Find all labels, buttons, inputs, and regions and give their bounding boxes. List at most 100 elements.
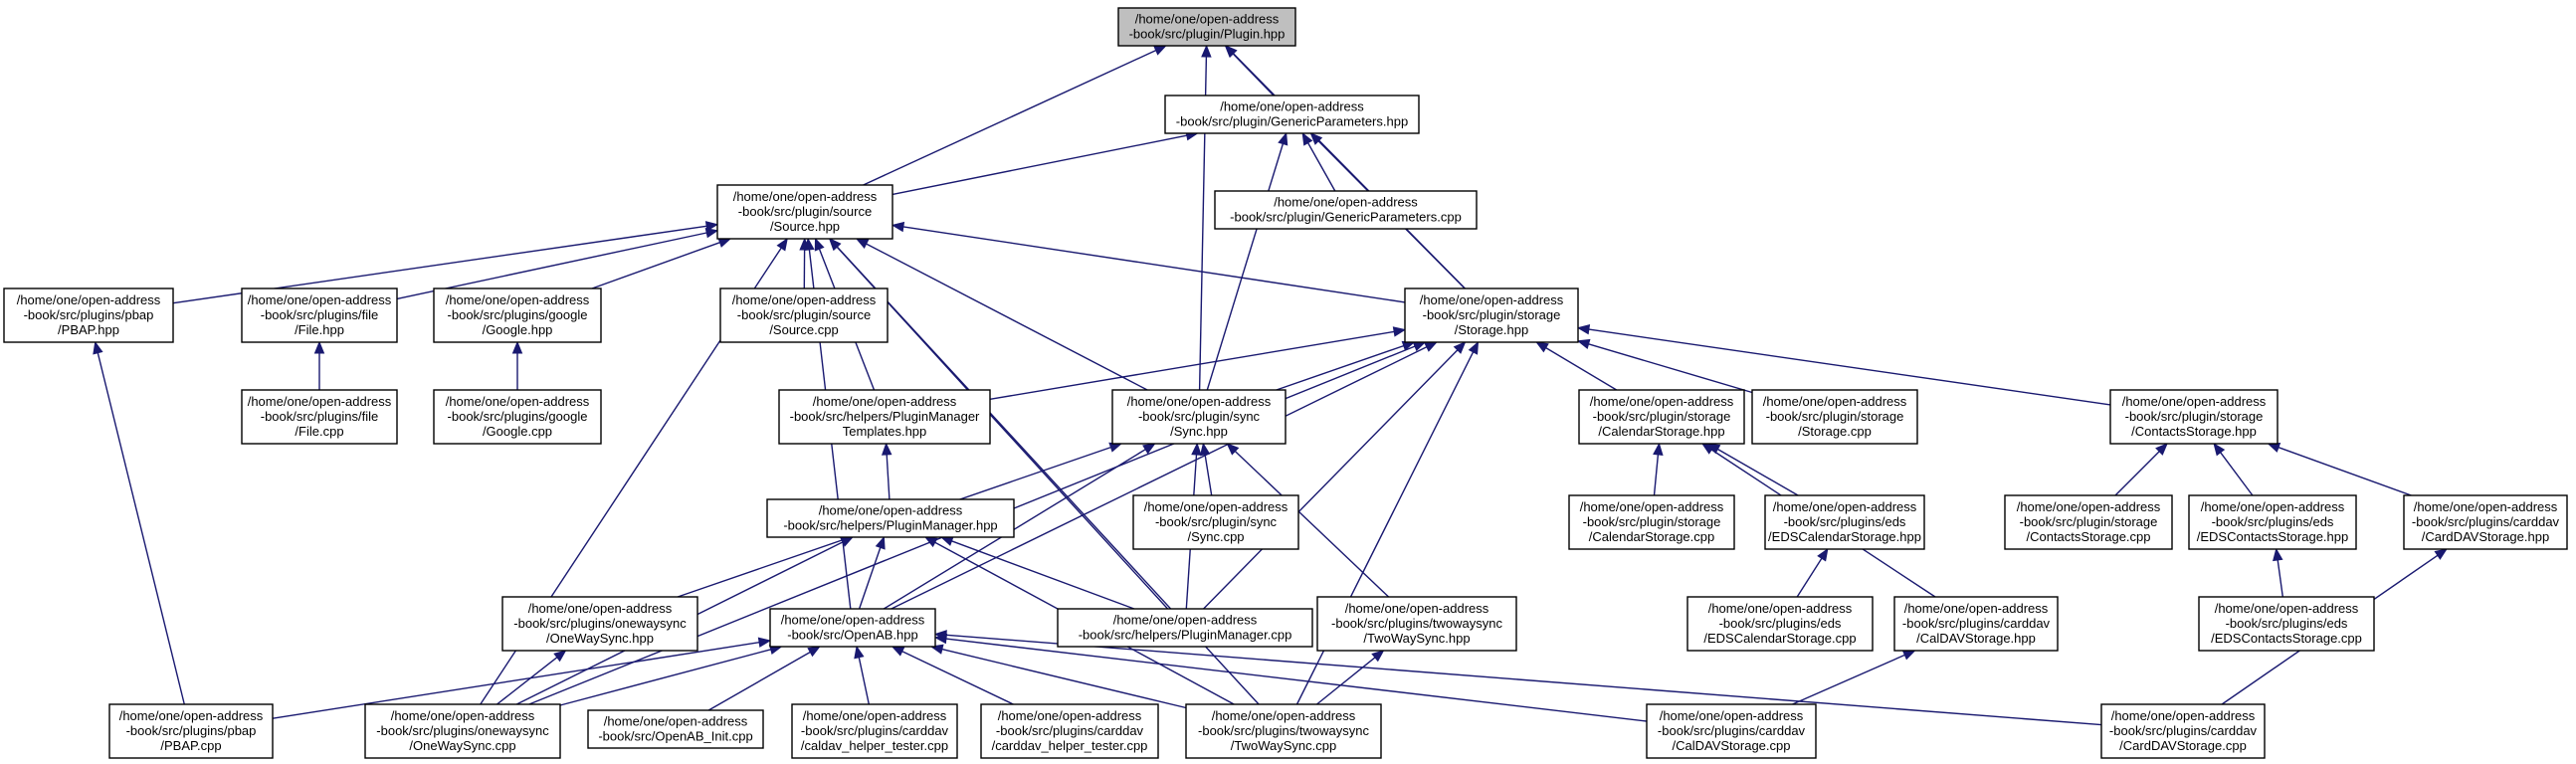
node-label-line: -book/src/plugin/storage <box>2020 514 2158 529</box>
edge-line <box>886 454 891 500</box>
node-box <box>1686 596 1874 652</box>
edge-line <box>707 651 811 711</box>
node-label-line: /home/one/open-address <box>1420 292 1564 307</box>
node-label-line: -book/src/plugins/carddav <box>996 723 1144 738</box>
arrowhead <box>1199 442 1211 457</box>
node-label-line: /home/one/open-address <box>2201 499 2345 514</box>
file-node-onewaysync-hpp[interactable]: /home/one/open-address-book/src/plugins/… <box>501 596 698 652</box>
file-node-pluginmanager-cpp[interactable]: /home/one/open-address-book/src/helpers/… <box>1057 608 1313 648</box>
node-label-line: -book/src/plugin/sync <box>1155 514 1278 529</box>
node-label-line: -book/src/plugins/carddav <box>1658 723 1806 738</box>
arrowhead <box>1278 131 1288 146</box>
arrowhead <box>1653 442 1664 456</box>
dependency-edge <box>1796 547 1829 598</box>
node-box <box>719 287 889 343</box>
nodes-layer: /home/one/open-address-book/src/plugin/P… <box>3 7 2568 759</box>
file-node-twowaysync-hpp[interactable]: /home/one/open-address-book/src/plugins/… <box>1316 596 1517 652</box>
dependency-edge <box>2213 442 2254 496</box>
node-label-line: /home/one/open-address <box>1135 12 1280 27</box>
node-label-line: -book/src/plugins/eds <box>1719 616 1842 631</box>
file-node-sync-cpp[interactable]: /home/one/open-address-book/src/plugin/s… <box>1132 494 1299 550</box>
dependency-edge <box>1203 341 1467 610</box>
node-label-line: -book/src/plugin/storage <box>1583 514 1721 529</box>
node-label-line: /TwoWaySync.cpp <box>1231 738 1336 753</box>
node-label-line: /home/one/open-address <box>1590 394 1734 409</box>
file-node-pbap-cpp[interactable]: /home/one/open-address-book/src/plugins/… <box>108 703 274 759</box>
node-label-line: -book/src/plugin/source <box>737 307 871 322</box>
file-node-edscal-cpp[interactable]: /home/one/open-address-book/src/plugins/… <box>1686 596 1874 652</box>
file-node-pbap-hpp[interactable]: /home/one/open-address-book/src/plugins/… <box>3 287 174 343</box>
file-node-twowaysync-cpp[interactable]: /home/one/open-address-book/src/plugins/… <box>1185 703 1382 759</box>
file-node-file-hpp[interactable]: /home/one/open-address-book/src/plugins/… <box>241 287 398 343</box>
node-label-line: /home/one/open-address <box>803 708 947 723</box>
edge-line <box>866 243 1148 391</box>
file-node-contactsstorage-hpp[interactable]: /home/one/open-address-book/src/plugin/s… <box>2109 389 2279 445</box>
file-node-genparams-cpp[interactable]: /home/one/open-address-book/src/plugin/G… <box>1214 190 1478 230</box>
file-node-carddavstorage-hpp[interactable]: /home/one/open-address-book/src/plugins/… <box>2403 494 2568 550</box>
edge-line <box>901 651 1014 705</box>
file-node-google-hpp[interactable]: /home/one/open-address-book/src/plugins/… <box>433 287 602 343</box>
node-label-line: /home/one/open-address <box>781 613 925 628</box>
dependency-edge <box>1316 650 1385 705</box>
dependency-edge <box>1206 131 1288 391</box>
node-label-line: /CardDAVStorage.hpp <box>2422 529 2549 544</box>
edge-line <box>1588 343 1753 394</box>
node-label-line: -book/src/plugins/twowaysync <box>1198 723 1369 738</box>
arrowhead <box>313 340 325 354</box>
file-node-caldavstorage-hpp[interactable]: /home/one/open-address-book/src/plugins/… <box>1893 596 2059 652</box>
dependency-edge <box>933 630 2102 726</box>
node-label-line: /home/one/open-address <box>819 503 963 518</box>
file-node-contactsstorage-cpp[interactable]: /home/one/open-address-book/src/plugin/s… <box>2004 494 2173 550</box>
file-node-edscontacts-cpp[interactable]: /home/one/open-address-book/src/plugins/… <box>2198 596 2375 652</box>
file-node-file-cpp[interactable]: /home/one/open-address-book/src/plugins/… <box>241 389 398 445</box>
node-label-line: -book/src/plugins/eds <box>1784 514 1906 529</box>
arrowhead <box>1901 650 1916 661</box>
dependency-edge <box>1199 442 1213 496</box>
edge-line <box>1545 346 1618 391</box>
arrowhead <box>511 340 523 354</box>
arrowhead <box>1142 443 1156 455</box>
node-box <box>2004 494 2173 550</box>
file-node-openab-hpp[interactable]: /home/one/open-address-book/src/OpenAB.h… <box>769 608 936 648</box>
file-node-carddavstorage-cpp[interactable]: /home/one/open-address-book/src/plugins/… <box>2100 703 2266 759</box>
file-node-onewaysync-cpp[interactable]: /home/one/open-address-book/src/plugins/… <box>364 703 561 759</box>
file-node-calstorage-cpp[interactable]: /home/one/open-address-book/src/plugin/s… <box>1568 494 1735 550</box>
file-node-edscal-hpp[interactable]: /home/one/open-address-book/src/plugins/… <box>1764 494 1925 550</box>
node-label-line: /EDSCalendarStorage.hpp <box>1768 529 1921 544</box>
file-node-genparams-hpp[interactable]: /home/one/open-address-book/src/plugin/G… <box>1164 95 1420 134</box>
file-node-source-hpp[interactable]: /home/one/open-address-book/src/plugin/s… <box>716 184 893 240</box>
file-node-source-cpp[interactable]: /home/one/open-address-book/src/plugin/s… <box>719 287 889 343</box>
dependency-edge <box>892 130 1199 196</box>
file-node-storage-hpp[interactable]: /home/one/open-address-book/src/plugin/s… <box>1404 287 1579 343</box>
arrowhead <box>1424 341 1438 352</box>
file-node-plugin-hpp[interactable]: /home/one/open-address-book/src/plugin/P… <box>1117 7 1296 47</box>
arrowhead <box>881 442 892 456</box>
file-node-pmtemplates-hpp[interactable]: /home/one/open-address-book/src/helpers/… <box>778 389 991 445</box>
file-node-pluginmanager-hpp[interactable]: /home/one/open-address-book/src/helpers/… <box>766 498 1015 538</box>
file-node-caldavstorage-cpp[interactable]: /home/one/open-address-book/src/plugins/… <box>1646 703 1817 759</box>
dependency-edge <box>559 644 783 706</box>
node-label-line: -book/src/plugins/file <box>261 307 379 322</box>
node-box <box>1316 596 1517 652</box>
arrowhead <box>553 650 567 663</box>
file-node-caldav-tester-cpp[interactable]: /home/one/open-address-book/src/plugins/… <box>791 703 958 759</box>
file-node-carddav-tester-cpp[interactable]: /home/one/open-address-book/src/plugins/… <box>980 703 1159 759</box>
node-label-line: /home/one/open-address <box>1580 499 1724 514</box>
node-label-line: Templates.hpp <box>843 424 927 439</box>
file-node-calstorage-hpp[interactable]: /home/one/open-address-book/src/plugin/s… <box>1578 389 1745 445</box>
node-label-line: /PBAP.cpp <box>160 738 221 753</box>
node-label-line: -book/src/plugin/GenericParameters.hpp <box>1176 114 1408 129</box>
node-label-line: /CalendarStorage.hpp <box>1598 424 1724 439</box>
file-node-storage-cpp[interactable]: /home/one/open-address-book/src/plugin/s… <box>1751 389 1918 445</box>
file-node-sync-hpp[interactable]: /home/one/open-address-book/src/plugin/s… <box>1111 389 1287 445</box>
node-box <box>1057 608 1313 648</box>
edge-line <box>1316 657 1376 705</box>
dependency-edge <box>863 45 1167 186</box>
node-label-line: /home/one/open-address <box>604 714 748 729</box>
file-node-openab-init-cpp[interactable]: /home/one/open-address-book/src/OpenAB_I… <box>587 709 764 749</box>
dependency-edge <box>891 221 1406 303</box>
file-node-edscontacts-hpp[interactable]: /home/one/open-address-book/src/plugins/… <box>2188 494 2357 550</box>
file-node-google-cpp[interactable]: /home/one/open-address-book/src/plugins/… <box>433 389 602 445</box>
edge-line <box>2220 452 2254 496</box>
edge-line <box>496 657 558 705</box>
